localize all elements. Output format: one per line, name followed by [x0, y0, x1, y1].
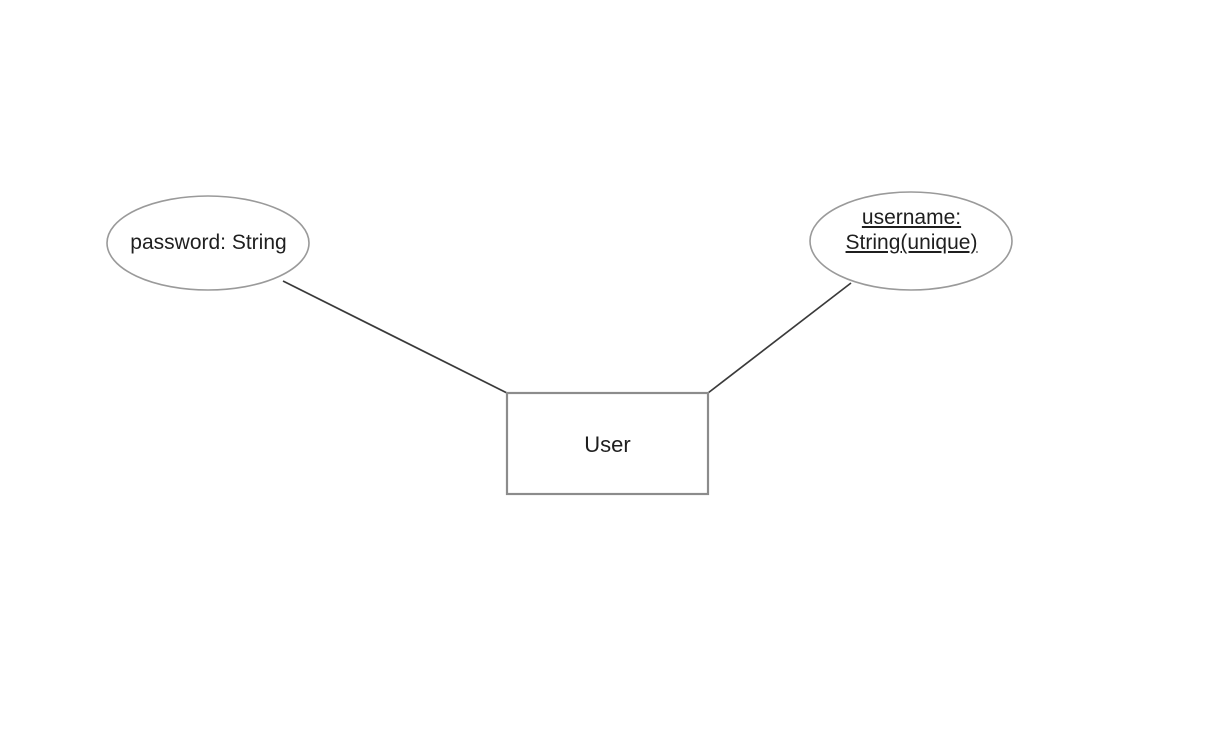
- attribute-ellipse-username[interactable]: [809, 191, 1013, 291]
- connector-password-user[interactable]: [282, 280, 508, 394]
- connector-username-user[interactable]: [707, 282, 852, 394]
- entity-rectangle-user[interactable]: [505, 391, 710, 496]
- attribute-ellipse-password[interactable]: [106, 195, 310, 291]
